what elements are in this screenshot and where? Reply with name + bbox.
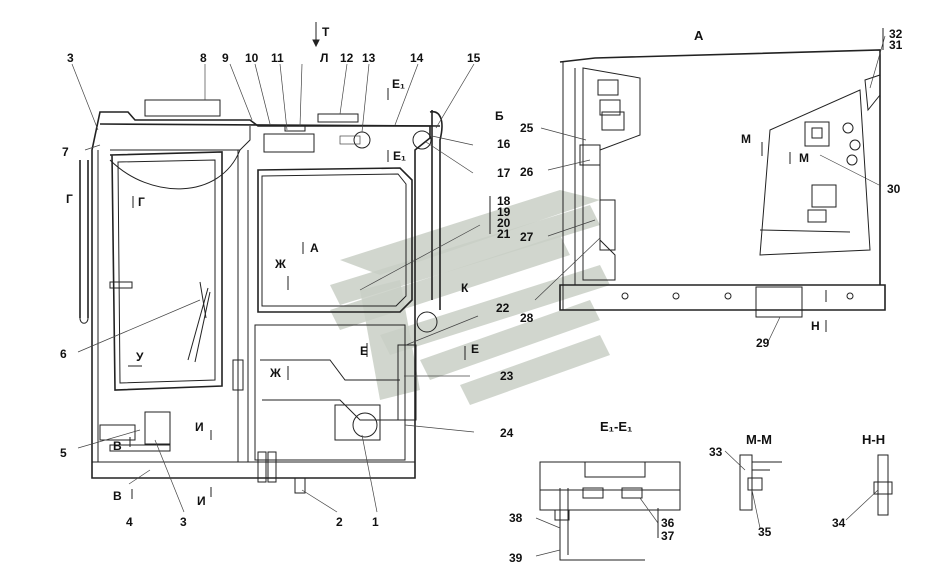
callout-33: 33 (709, 445, 723, 459)
view-a-title: А (694, 28, 704, 43)
section-m-drawing (739, 454, 782, 511)
marker-g1: Г (66, 192, 73, 206)
marker-e-small: Е (360, 344, 368, 358)
callout-2: 2 (336, 515, 343, 529)
callout-11: 11 (271, 51, 284, 65)
callout-37: 37 (661, 529, 675, 543)
marker-i-bottom: И (197, 494, 206, 508)
callout-numbers: 1 2 3 3 4 5 6 7 8 9 10 11 12 13 14 15 16… (60, 27, 903, 565)
callout-28: 28 (520, 311, 534, 325)
callout-3-bottom: 3 (180, 515, 187, 529)
callout-23: 23 (500, 369, 514, 383)
section-m-title: М-М (746, 432, 772, 447)
marker-a: А (310, 241, 319, 255)
marker-t: Т (322, 25, 330, 39)
view-titles: А Е₁-Е₁ М-М Н-Н (600, 28, 885, 447)
callout-29: 29 (756, 336, 770, 350)
marker-i-right: И (195, 420, 204, 434)
callout-32: 32 (889, 27, 903, 41)
callout-26: 26 (520, 165, 534, 179)
leader-lines (71, 35, 886, 557)
callout-36: 36 (661, 516, 675, 530)
callout-18: 18 (497, 194, 511, 208)
marker-e: Е (471, 342, 479, 356)
callout-1: 1 (372, 515, 379, 529)
callout-15: 15 (467, 51, 481, 65)
callout-14: 14 (410, 51, 424, 65)
watermark-logo (330, 190, 610, 405)
callout-19: 19 (497, 205, 511, 219)
view-a-drawing (559, 49, 886, 318)
section-arrows (91, 22, 884, 538)
callout-17: 17 (497, 166, 511, 180)
marker-zh2: Ж (269, 366, 281, 380)
marker-m1: М (741, 132, 751, 146)
section-n-drawing (873, 454, 893, 516)
callout-25: 25 (520, 121, 534, 135)
callout-5: 5 (60, 446, 67, 460)
callout-38: 38 (509, 511, 523, 525)
section-e1-drawing (539, 461, 681, 561)
section-marker-labels: Т Л Б А Г Г Ж Ж У Е Е К Е₁ Е₁ В В И И М … (66, 25, 820, 508)
callout-20: 20 (497, 216, 511, 230)
callout-13: 13 (362, 51, 376, 65)
callout-39: 39 (509, 551, 523, 565)
marker-e1-bottom: Е₁ (393, 149, 406, 163)
callout-10: 10 (245, 51, 259, 65)
marker-v-bottom: В (113, 489, 122, 503)
marker-k: К (461, 281, 469, 295)
callout-9: 9 (222, 51, 229, 65)
marker-e1-top: Е₁ (392, 77, 405, 91)
callout-22: 22 (496, 301, 510, 315)
callout-4: 4 (126, 515, 133, 529)
callout-21: 21 (497, 227, 511, 241)
marker-m2: М (799, 151, 809, 165)
callout-8: 8 (200, 51, 207, 65)
marker-v-left: В (113, 439, 122, 453)
marker-b: Б (495, 109, 504, 123)
callout-7: 7 (62, 145, 69, 159)
callout-31: 31 (889, 38, 903, 52)
callout-35: 35 (758, 525, 772, 539)
marker-u: У (136, 350, 144, 364)
callout-24: 24 (500, 426, 514, 440)
callout-6: 6 (60, 347, 67, 361)
callout-27: 27 (520, 230, 534, 244)
section-e1-title: Е₁-Е₁ (600, 419, 632, 434)
marker-n: Н (811, 319, 820, 333)
section-n-title: Н-Н (862, 432, 885, 447)
marker-g2: Г (138, 195, 145, 209)
callout-3-left: 3 (67, 51, 74, 65)
callout-16: 16 (497, 137, 511, 151)
callout-34: 34 (832, 516, 846, 530)
marker-l: Л (320, 51, 328, 65)
callout-12: 12 (340, 51, 354, 65)
cabin-main-view (79, 99, 443, 494)
marker-zh1: Ж (274, 257, 286, 271)
callout-30: 30 (887, 182, 901, 196)
